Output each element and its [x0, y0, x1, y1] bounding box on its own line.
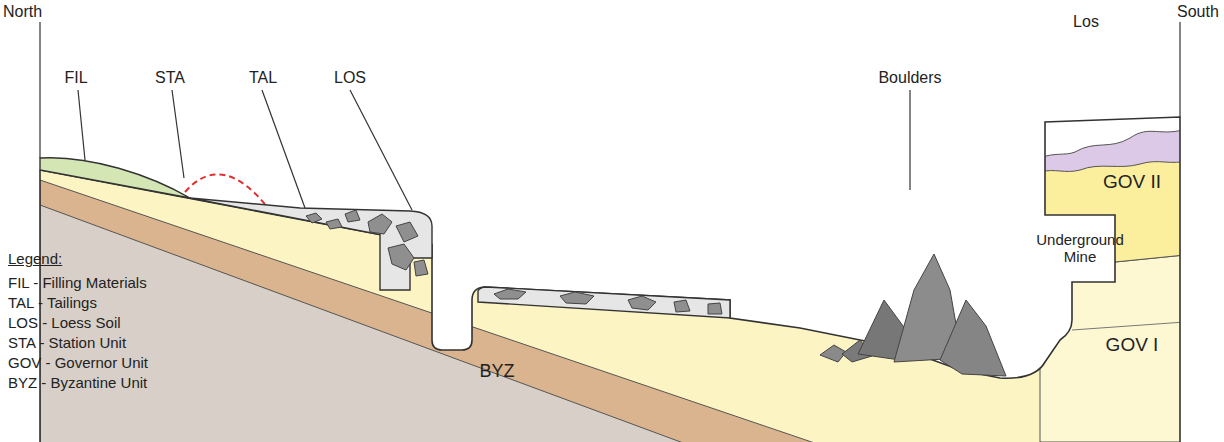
unit-label: TAL [249, 69, 277, 87]
feature-label: Boulders [878, 69, 941, 87]
ground-outline [40, 117, 1180, 442]
tailings-pile [190, 198, 432, 290]
legend-entry: FIL - Filling Materials [8, 274, 147, 291]
unit-label: GOV II [1103, 171, 1161, 193]
bedding-line [1072, 322, 1185, 330]
tailings-slab [478, 287, 730, 318]
legend-entry: GOV - Governor Unit [8, 354, 148, 371]
legend-entry: LOS - Loess Soil [8, 314, 121, 331]
unit-label: FIL [64, 69, 87, 87]
tailings-boulders [306, 210, 428, 276]
weathered-band [1040, 128, 1190, 172]
feature-label: Underground Mine [1032, 231, 1128, 266]
unit-label: LOS [334, 69, 366, 87]
legend-title: Legend: [8, 250, 62, 267]
legend-entry: TAL - Tailings [8, 294, 97, 311]
legend-entry: BYZ - Byzantine Unit [8, 374, 147, 391]
byzantine-layer [40, 180, 1224, 442]
unit-label: BYZ [479, 361, 514, 382]
unit-label: GOV I [1106, 334, 1159, 356]
governor-one-layer [1040, 255, 1185, 442]
direction-label: North [3, 3, 42, 21]
boulder-cluster [820, 254, 1006, 376]
filling-mound [40, 158, 190, 198]
unit-label: Los [1073, 13, 1099, 31]
leader-lines [40, 22, 1180, 210]
legend-entry: STA - Station Unit [8, 334, 126, 351]
slab-boulders [494, 289, 722, 314]
unit-label: STA [155, 69, 185, 87]
bedrock-layer [40, 205, 1224, 442]
direction-label: South [1177, 3, 1219, 21]
